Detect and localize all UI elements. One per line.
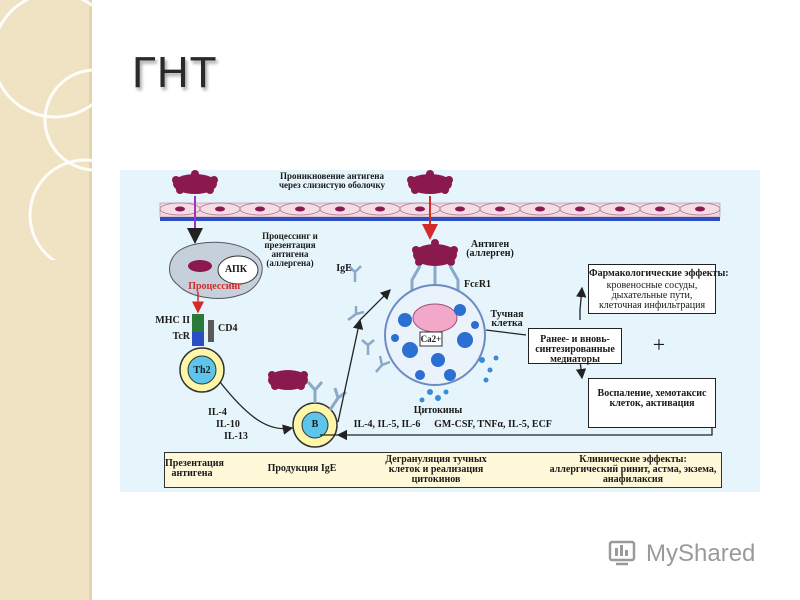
released-granules bbox=[419, 355, 499, 403]
label-penetration: Проникновение антигена через слизистую о… bbox=[278, 171, 386, 190]
cd4-molecule bbox=[208, 320, 214, 342]
label-mast: Тучная клетка bbox=[490, 309, 524, 329]
label-cytokines: Цитокины bbox=[413, 405, 463, 416]
summary-bar: Презентация антигена Продукция IgE Дегра… bbox=[164, 452, 722, 488]
left-decorative-band bbox=[0, 0, 92, 600]
mast-antigen bbox=[412, 239, 458, 266]
label-processing-presentation: Процессинг и презентация антигена (аллер… bbox=[262, 231, 318, 268]
label-il13: IL-13 bbox=[224, 431, 248, 442]
pharm-title: Фармакологические эффекты: bbox=[589, 268, 729, 279]
label-th2: Th2 bbox=[193, 365, 211, 376]
b-cell-antigen bbox=[268, 370, 308, 390]
plus-sign: + bbox=[652, 332, 666, 357]
pharm-effects-box: Фармакологические эффекты: кровеносные с… bbox=[588, 264, 729, 314]
label-processing: Процессинг bbox=[188, 281, 242, 292]
mediators-box: Ранее- и вновь-синтезированные медиаторы bbox=[528, 328, 622, 365]
band-edge bbox=[89, 0, 92, 600]
pharm-body: кровеносные сосуды, дыхательные пути, кл… bbox=[598, 280, 706, 311]
mast-to-mediators-line bbox=[485, 329, 527, 336]
label-il-list: IL-4, IL-5, IL-6 bbox=[353, 419, 421, 430]
slide-title: ГНТ bbox=[132, 48, 218, 97]
label-apc: АПК bbox=[224, 264, 247, 275]
il-arrow bbox=[219, 381, 294, 435]
label-fce: FcεR1 bbox=[464, 279, 492, 290]
summary-clinical-title: Клинические эффекты: bbox=[579, 454, 687, 465]
summary-degranulation: Дегрануляция тучных клеток и реализация … bbox=[385, 454, 487, 485]
mediators-to-pharm-arrow bbox=[575, 286, 587, 320]
ige-to-mast-arrow bbox=[359, 289, 391, 321]
decorative-circles bbox=[0, 0, 120, 260]
immune-response-diagram: Проникновение антигена через слизистую о… bbox=[120, 170, 760, 492]
myshared-logo-icon bbox=[608, 540, 636, 566]
label-cd4: CD4 bbox=[218, 323, 238, 334]
ige-arrow-up bbox=[337, 318, 364, 423]
watermark-text: MyShared bbox=[646, 540, 756, 567]
antigen-top-right bbox=[407, 170, 453, 194]
label-antigen: Антиген (аллерген) bbox=[466, 239, 514, 259]
th2-nucleus bbox=[187, 355, 217, 385]
summary-clinical-body: аллергический ринит, астма, экзема, анаф… bbox=[549, 464, 717, 485]
summary-presentation: Презентация антигена bbox=[165, 458, 224, 479]
b-nucleus bbox=[301, 411, 329, 439]
label-cytokine-list: GM-CSF, TNFα, IL-5, ECF bbox=[434, 419, 552, 430]
inflammation-text: Воспаление, хемотаксис клеток, активация bbox=[597, 388, 707, 409]
label-mhc: MHC II bbox=[155, 315, 190, 326]
label-ca: Ca2+ bbox=[420, 334, 442, 344]
antigen-top-left bbox=[172, 170, 218, 194]
label-il10: IL-10 bbox=[216, 419, 240, 430]
label-ige: IgE bbox=[336, 263, 352, 274]
apc-antigen bbox=[188, 260, 212, 272]
calcium-box bbox=[419, 331, 443, 347]
label-il4: IL-4 bbox=[208, 407, 227, 418]
mhc-molecule bbox=[192, 314, 204, 332]
summary-ige-production: Продукция IgE bbox=[267, 463, 337, 474]
tcr-molecule bbox=[192, 332, 204, 346]
label-tcr: TcR bbox=[172, 331, 190, 342]
mast-nucleus bbox=[412, 303, 458, 333]
inflammation-box: Воспаление, хемотаксис клеток, активация bbox=[588, 378, 716, 428]
mediators-text: Ранее- и вновь-синтезированные медиаторы bbox=[535, 334, 615, 365]
epithelium-layer bbox=[159, 202, 721, 221]
label-b-cell: B bbox=[311, 419, 319, 430]
apc-nucleus bbox=[217, 255, 259, 285]
free-ige bbox=[347, 265, 391, 373]
diagram-graphics bbox=[159, 170, 721, 478]
